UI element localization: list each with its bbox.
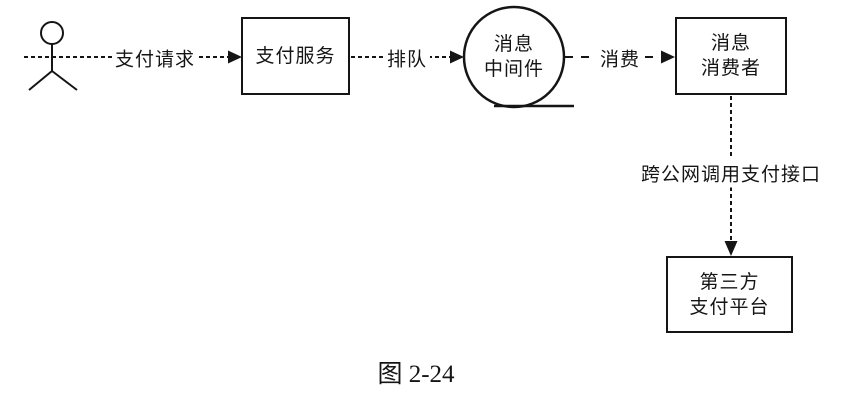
- node-message-middleware-label: 消息 中间件: [484, 32, 544, 82]
- arrowhead-call-payment-api-icon: [724, 241, 738, 256]
- node-message-middleware-label-line1: 消息: [493, 34, 535, 55]
- node-message-consumer-label-line1: 消息: [710, 33, 751, 54]
- arrowhead-enqueue-icon: [450, 50, 464, 64]
- node-third-party-platform-label-line1: 第三方: [699, 271, 760, 293]
- edge-enqueue-label: 排队: [383, 43, 431, 73]
- actor-left-leg: [28, 70, 53, 91]
- node-message-middleware-label-line2: 中间件: [483, 59, 545, 80]
- node-third-party-platform-label-line2: 支付平台: [689, 296, 770, 318]
- node-message-consumer-label-line2: 消费者: [700, 58, 761, 79]
- edge-payment-request-label: 支付请求: [111, 43, 199, 73]
- arrowhead-payment-request-icon: [228, 50, 242, 64]
- edge-call-payment-api-label: 跨公网调用支付接口: [637, 158, 825, 188]
- node-payment-service: 支付服务: [241, 17, 350, 95]
- edge-consume-label: 消费: [596, 43, 644, 73]
- node-payment-service-label: 支付服务: [255, 45, 336, 67]
- actor-head: [40, 21, 64, 45]
- node-third-party-platform: 第三方 支付平台: [666, 256, 793, 333]
- user-actor-icon: [28, 21, 78, 91]
- node-message-consumer: 消息 消费者: [675, 17, 787, 95]
- figure-caption: 图 2-24: [377, 361, 455, 388]
- arrowhead-consume-icon: [661, 50, 675, 64]
- actor-right-leg: [51, 70, 78, 91]
